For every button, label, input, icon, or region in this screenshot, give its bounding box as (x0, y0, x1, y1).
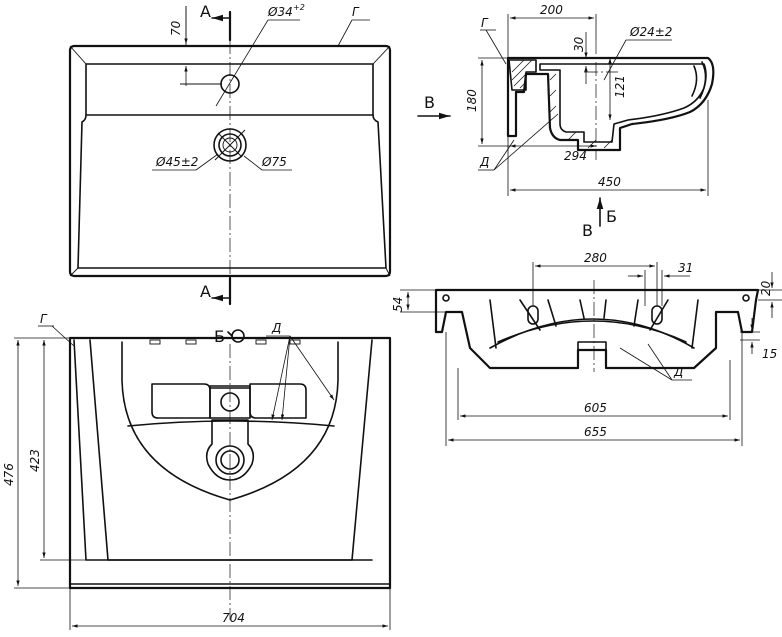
dim-d75: Ø75 (261, 155, 287, 169)
dim-605: 605 (584, 401, 607, 415)
dim-655: 655 (584, 425, 607, 439)
front-title-b: Б (606, 207, 617, 226)
dim-423: 423 (28, 449, 42, 472)
bottom-inner (89, 339, 373, 561)
dim-200: 200 (540, 3, 563, 17)
leader-g-bottom: Г (40, 312, 48, 326)
dim-31: 31 (678, 261, 693, 275)
drain-outer (213, 128, 247, 162)
front-title-v: В (582, 221, 593, 240)
dim-d34-tol: +2 (293, 3, 305, 12)
front-rim (434, 288, 760, 370)
dim-121: 121 (613, 75, 627, 98)
dim-70: 70 (169, 20, 183, 36)
dim-294: 294 (564, 149, 587, 163)
section-a-top-label: A (200, 2, 211, 21)
dim-d45: Ø45±2 (155, 155, 198, 169)
dim-476: 476 (2, 463, 16, 486)
section-a-bottom-label: A (200, 282, 211, 301)
dim-d24: Ø24±2 (629, 25, 672, 39)
dim-450: 450 (598, 175, 621, 189)
leader-d-front: Д (673, 365, 683, 379)
dim-d34: Ø34 (267, 5, 293, 19)
dim-704: 704 (222, 611, 245, 625)
bottom-view: Б 476 423 704 (2, 312, 392, 630)
dim-280: 280 (584, 251, 607, 265)
leader-d-section: Д (479, 155, 489, 169)
dim-30: 30 (572, 36, 586, 52)
dim-180: 180 (465, 89, 479, 112)
section-profile-outer (506, 56, 715, 152)
leader-g-top: Г (352, 5, 360, 19)
top-inner-rim (77, 63, 387, 269)
dim-20: 20 (759, 280, 773, 296)
bottom-title-b: Б (214, 327, 225, 346)
section-hatch (508, 59, 613, 149)
drain-inner (218, 133, 242, 157)
view-mark-v: В (424, 93, 435, 112)
dim-54: 54 (391, 297, 405, 312)
section-view: 200 30 Ø24±2 121 180 294 450 Г Д В (417, 3, 715, 196)
leader-d-bottom: Д (271, 321, 281, 335)
dim-15: 15 (762, 347, 777, 361)
leader-g-section: Г (481, 16, 489, 30)
front-view: В Б 280 31 54 (391, 197, 782, 446)
top-view: A A 70 Ø34 +2 Г Ø45±2 Ø75 (68, 2, 392, 306)
